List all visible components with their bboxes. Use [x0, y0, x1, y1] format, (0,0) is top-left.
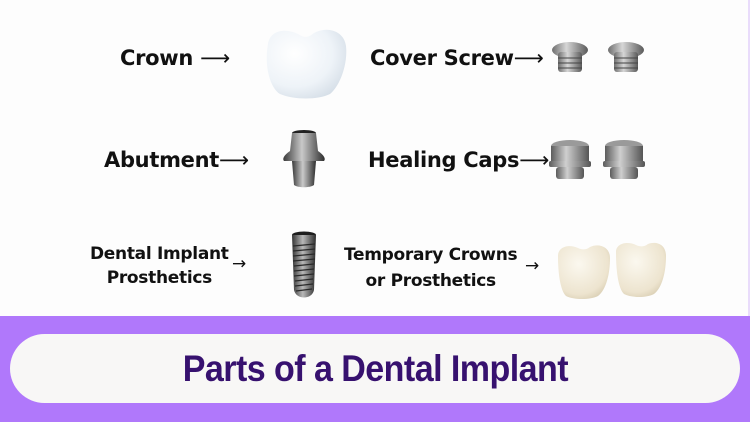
label-text: Cover Screw — [370, 46, 514, 70]
label-dental-implant-prosthetics: Dental Implant Prosthetics — [90, 242, 229, 290]
cover-screw-image — [552, 42, 644, 72]
label-text: Abutment — [104, 148, 219, 172]
temporary-crowns-image — [558, 242, 666, 299]
arrow-right-icon: → — [232, 254, 246, 274]
label-text: Crown — [120, 46, 194, 70]
implant-screw-image — [292, 231, 316, 298]
arrow-right-icon: ⟶ — [219, 148, 249, 172]
label-line-2: Prosthetics — [106, 268, 213, 288]
label-line-1: Temporary Crowns — [344, 245, 518, 265]
abutment-image — [283, 130, 325, 188]
label-healing-caps: Healing Caps⟶ — [368, 148, 549, 172]
label-crown: Crown ⟶ — [120, 46, 230, 70]
label-abutment: Abutment⟶ — [104, 148, 249, 172]
arrow-right-icon: ⟶ — [519, 148, 550, 172]
page-title: Parts of a Dental Implant — [182, 347, 568, 389]
healing-caps-image — [549, 140, 645, 179]
label-line-2: or Prosthetics — [365, 271, 497, 291]
label-text: Healing Caps — [368, 148, 520, 172]
label-temporary-crowns: Temporary Crowns or Prosthetics — [344, 242, 518, 294]
label-cover-screw: Cover Screw⟶ — [370, 46, 544, 70]
arrow-right-icon: ⟶ — [513, 46, 544, 70]
arrow-right-icon: ⟶ — [200, 46, 230, 70]
arrow-right-icon: → — [525, 256, 539, 276]
title-pill: Parts of a Dental Implant — [10, 334, 740, 403]
label-line-1: Dental Implant — [90, 244, 229, 264]
crown-tooth-image — [266, 29, 347, 99]
